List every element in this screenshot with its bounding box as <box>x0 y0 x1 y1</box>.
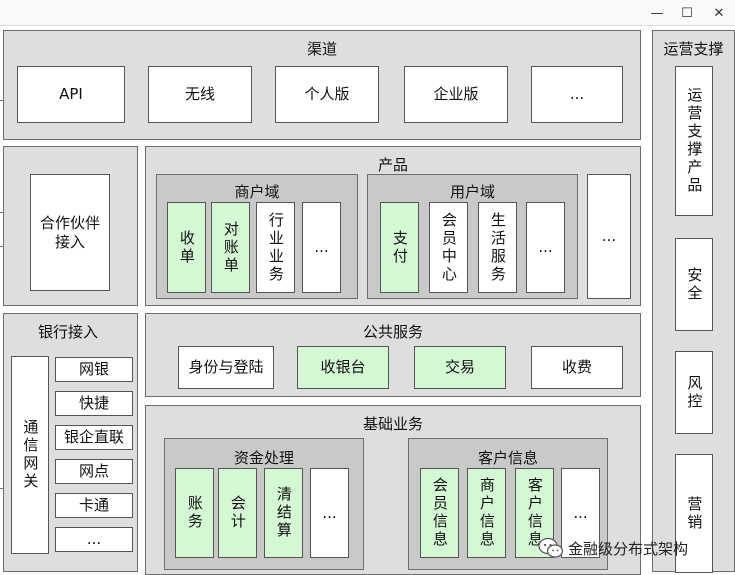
edge-mark <box>0 100 3 101</box>
ops-product: 运营支撑产品 <box>675 66 713 216</box>
merchant-domain-title: 商户域 <box>234 183 280 201</box>
minimize-icon[interactable]: — <box>650 5 664 21</box>
fund-processing: 资金处理 账务 会计 清结算 ... <box>164 438 364 570</box>
wechat-icon <box>538 537 564 558</box>
fund-processing-title: 资金处理 <box>233 449 294 467</box>
bank-branch: 网点 <box>55 459 133 484</box>
channel-wireless: 无线 <box>148 66 252 123</box>
public-cashier: 收银台 <box>297 346 389 389</box>
public-transaction: 交易 <box>414 346 506 389</box>
user-life-service: 生活服务 <box>478 202 517 293</box>
close-icon[interactable]: ✕ <box>713 5 725 21</box>
edge-mark <box>0 212 3 213</box>
merchant-domain: 商户域 收单 对账单 行业业务 ... <box>156 174 358 299</box>
customer-info-title: 客户信息 <box>477 449 538 467</box>
ops-security: 安全 <box>675 238 713 331</box>
channel-enterprise: 企业版 <box>404 66 508 123</box>
channel-api: API <box>17 66 125 123</box>
public-fee: 收费 <box>531 346 623 389</box>
fund-more: ... <box>310 468 349 558</box>
watermark-text: 金融级分布式架构 <box>568 539 689 558</box>
bank-online: 网银 <box>55 357 133 382</box>
ops-risk-control: 风控 <box>675 351 713 434</box>
fund-bookkeeping: 会计 <box>218 468 257 558</box>
watermark: 金融级分布式架构 <box>538 536 728 560</box>
channel-personal: 个人版 <box>275 66 379 123</box>
user-domain-title: 用户域 <box>449 183 495 201</box>
bank-corporate-link: 银企直联 <box>55 425 133 450</box>
base-title: 基础业务 <box>362 415 423 433</box>
user-member-center: 会员中心 <box>429 202 468 293</box>
bank-quick: 快捷 <box>55 391 133 416</box>
merchant-info: 商户信息 <box>467 468 506 558</box>
fund-accounting: 账务 <box>175 468 214 558</box>
bank-card: 卡通 <box>55 493 133 518</box>
public-title: 公共服务 <box>362 323 423 341</box>
edge-mark <box>0 488 3 489</box>
partner-access: 合作伙伴 接入 <box>30 174 110 291</box>
merchant-acquiring: 收单 <box>167 202 206 293</box>
edge-mark <box>0 246 3 247</box>
window-titlebar: — ☐ ✕ <box>0 0 735 26</box>
ops-panel: 运营支撑 运营支撑产品 安全 风控 营销 <box>652 30 735 573</box>
user-domain: 用户域 支付 会员中心 生活服务 ... <box>367 174 578 299</box>
bank-more: ... <box>55 527 133 552</box>
bank-title: 银行接入 <box>38 323 99 341</box>
product-title: 产品 <box>377 156 408 174</box>
bank-panel: 银行接入 通信网关 网银 快捷 银企直联 网点 卡通 ... <box>3 313 138 572</box>
comm-gateway: 通信网关 <box>11 356 49 554</box>
channel-panel: 渠道 API 无线 个人版 企业版 ... <box>3 30 641 140</box>
merchant-industry: 行业业务 <box>256 202 295 293</box>
customer-more: ... <box>561 468 600 558</box>
public-panel: 公共服务 身份与登陆 收银台 交易 收费 <box>145 313 641 397</box>
product-panel: 产品 商户域 收单 对账单 行业业务 ... 用户域 支付 会员中心 生活服务 … <box>145 146 641 306</box>
user-more: ... <box>526 202 565 293</box>
merchant-statement: 对账单 <box>211 202 250 293</box>
maximize-icon[interactable]: ☐ <box>681 5 693 21</box>
customer-info: 客户信息 会员信息 商户信息 客户信息 ... <box>408 438 608 570</box>
fund-clearing: 清结算 <box>264 468 303 558</box>
ops-title: 运营支撑 <box>663 40 724 58</box>
merchant-more: ... <box>302 202 341 293</box>
partner-panel: 合作伙伴 接入 <box>3 146 138 306</box>
public-identity-login: 身份与登陆 <box>178 346 274 389</box>
product-more: ... <box>587 174 631 299</box>
channel-more: ... <box>531 66 623 123</box>
channel-title: 渠道 <box>306 40 337 58</box>
ops-marketing: 营销 <box>675 454 713 573</box>
user-payment: 支付 <box>380 202 419 293</box>
member-info: 会员信息 <box>420 468 459 558</box>
